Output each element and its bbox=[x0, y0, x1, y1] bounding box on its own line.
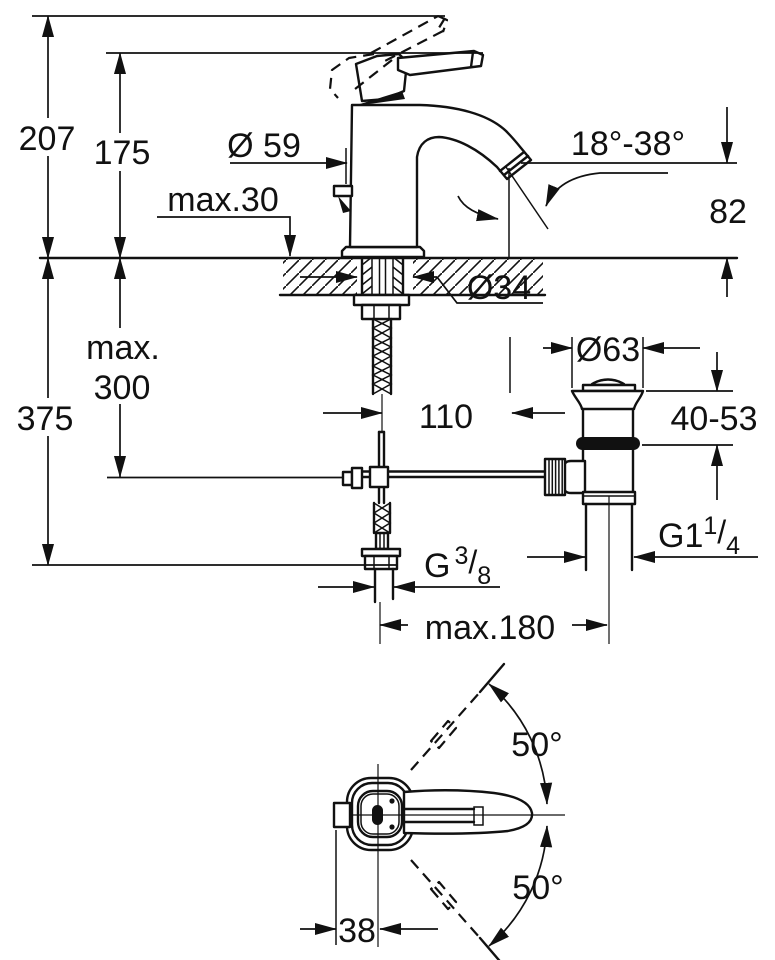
pop-up-rod bbox=[341, 430, 548, 505]
dim-thread-g114: G11/4 bbox=[527, 512, 758, 564]
deck-section bbox=[38, 256, 739, 297]
dim-flange-63: Ø63 bbox=[543, 331, 700, 388]
dim-height-175: 175 bbox=[94, 52, 483, 259]
dim-38-label: 38 bbox=[338, 912, 376, 950]
supply-hose bbox=[360, 501, 402, 644]
swivel-range: 50° 50° bbox=[410, 662, 564, 960]
threaded-stud bbox=[371, 317, 393, 431]
dim-63-label: Ø63 bbox=[576, 331, 640, 369]
dim-300-label: 300 bbox=[94, 369, 151, 407]
dim-projection-110: 110 bbox=[323, 337, 565, 436]
plan-cartridge-slot bbox=[372, 798, 395, 830]
dim-4053-label: 40-53 bbox=[671, 400, 758, 438]
thread-g114-label: G11/4 bbox=[658, 512, 740, 560]
plan-centerlines bbox=[352, 764, 565, 947]
dim-34-label: Ø34 bbox=[467, 269, 531, 307]
handle-raised-dashed bbox=[328, 14, 449, 99]
faucet-shank bbox=[352, 255, 411, 321]
dim-59-label: Ø 59 bbox=[227, 127, 301, 165]
dim-207-label: 207 bbox=[19, 120, 76, 158]
dim-50-upper-label: 50° bbox=[511, 726, 562, 764]
waste-assembly bbox=[543, 378, 645, 644]
dim-max-label: max. bbox=[86, 329, 160, 367]
dim-clamp-40-53: 40-53 bbox=[642, 352, 757, 500]
dim-center-distance-180: max.180 bbox=[379, 607, 608, 647]
dim-body-diameter-59: Ø 59 bbox=[227, 127, 348, 184]
dim-depth-375: 375 bbox=[17, 257, 397, 566]
dim-max-deck-30: max.30 bbox=[157, 181, 297, 257]
faucet-body bbox=[332, 49, 533, 259]
dim-rod-offset-38: 38 bbox=[300, 830, 438, 950]
plan-faucet-body bbox=[332, 776, 534, 852]
dim-110-label: 110 bbox=[419, 398, 473, 436]
dim-max30-label: max.30 bbox=[167, 181, 279, 219]
dim-max180-label: max.180 bbox=[425, 609, 555, 647]
dim-hole-34: Ø34 bbox=[300, 269, 543, 307]
dim-max-300: max. 300 bbox=[86, 257, 344, 479]
dim-total-height-207: 207 bbox=[19, 15, 445, 259]
dim-angle-label: 18°-38° bbox=[571, 125, 685, 163]
dim-outlet-height-82: 82 bbox=[709, 107, 747, 297]
dim-50-lower-label: 50° bbox=[512, 869, 563, 907]
dim-82-label: 82 bbox=[709, 193, 747, 231]
dim-375-label: 375 bbox=[17, 400, 74, 438]
dim-spray-angle: 18°-38° bbox=[457, 125, 737, 258]
dim-175-label: 175 bbox=[94, 134, 151, 172]
